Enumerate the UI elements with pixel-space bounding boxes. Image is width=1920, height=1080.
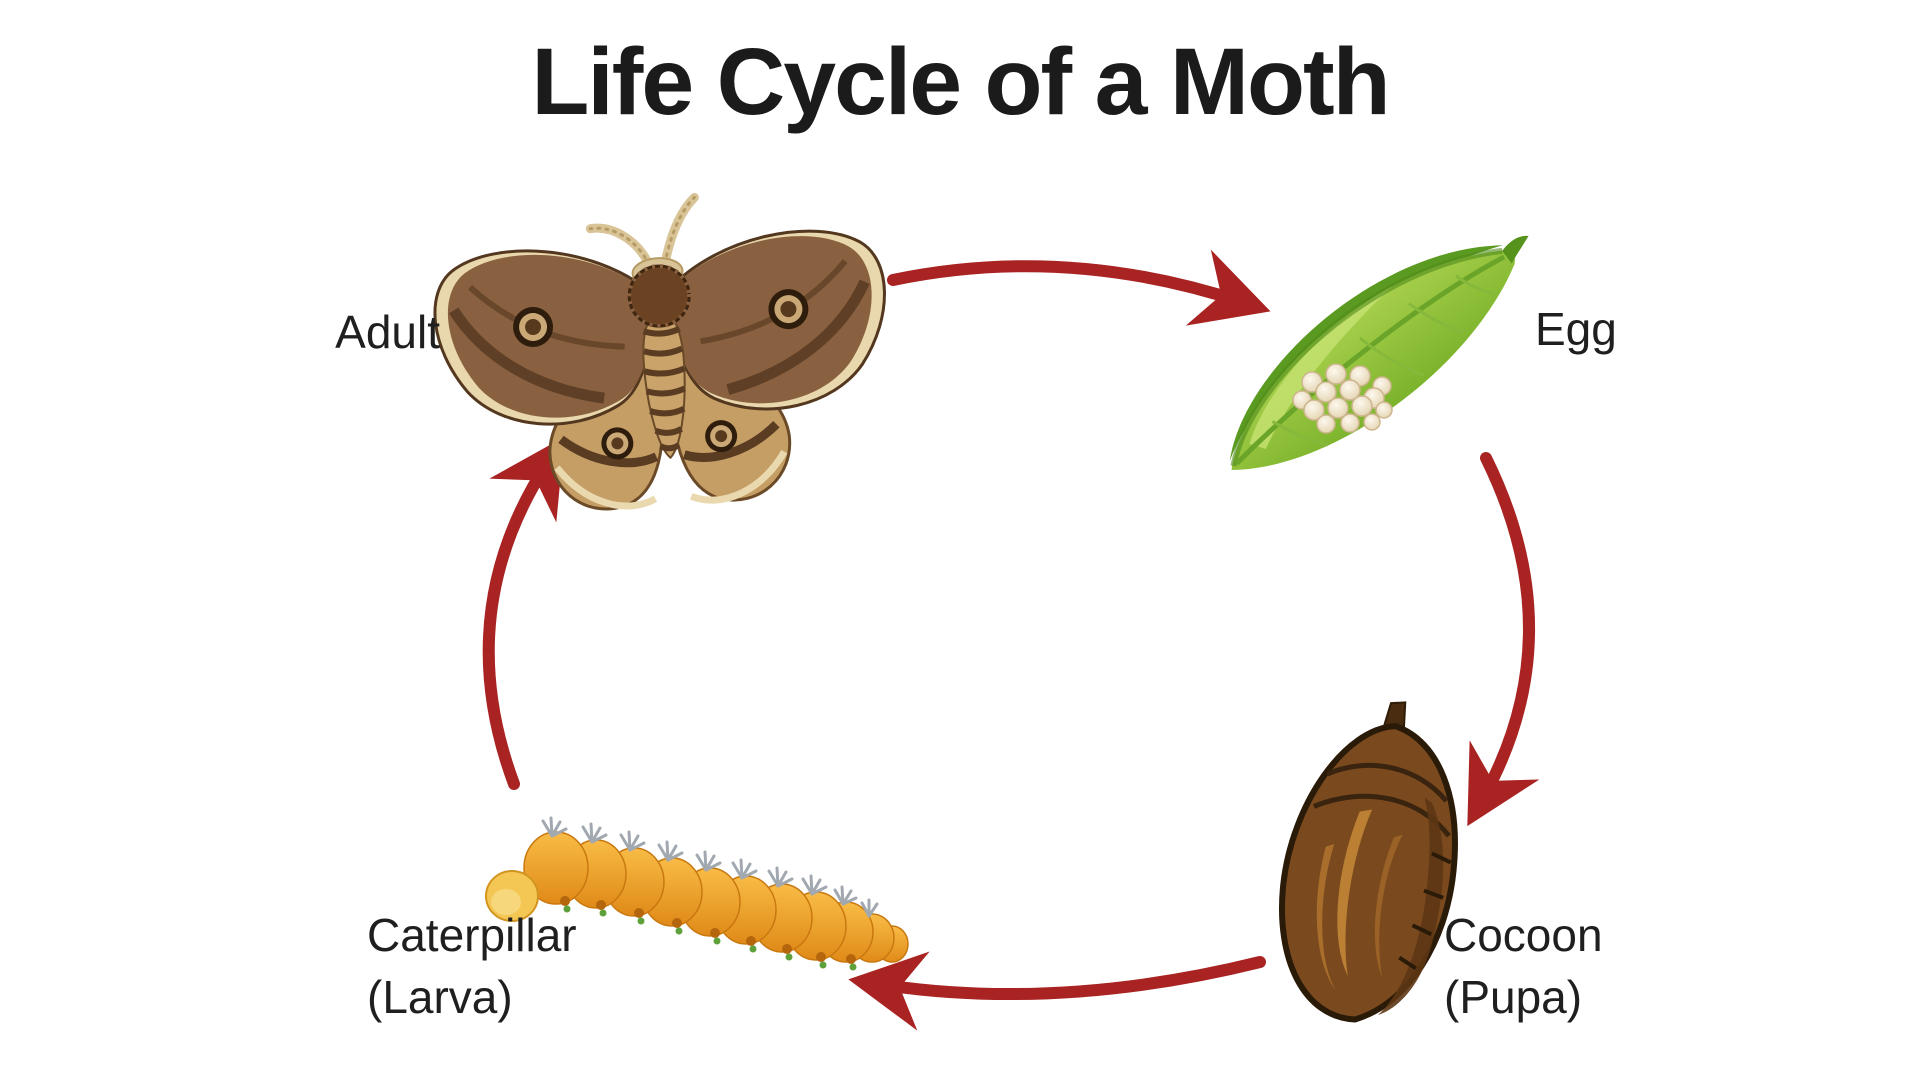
stage-label-cocoon-sub: (Pupa) (1444, 970, 1583, 1023)
caterpillar-hair-tufts (541, 816, 879, 918)
leaf-highlight (1249, 285, 1394, 450)
egg (1340, 413, 1360, 433)
egg (1327, 397, 1349, 419)
moth-head (627, 264, 691, 328)
moth-forewing (433, 249, 652, 426)
arrow-caterpillar-to-adult (482, 436, 565, 790)
moth-eyespot (513, 306, 554, 347)
moth-antennae (585, 192, 699, 270)
cocoon-shade (1378, 797, 1444, 1015)
egg (1325, 363, 1347, 385)
leaf-stem (1502, 235, 1529, 264)
arrow-cocoon-to-caterpillar (848, 951, 1266, 1031)
stage-label-egg: Egg (1535, 303, 1617, 355)
caterpillar-head (485, 870, 539, 922)
cocoon-body (1279, 723, 1458, 1023)
diagram-title: Life Cycle of a Moth (531, 29, 1390, 135)
egg (1375, 401, 1393, 419)
moth-body (627, 257, 692, 460)
egg-leaf-icon (1229, 235, 1529, 470)
leaf (1229, 235, 1529, 470)
cycle-arrows (482, 249, 1540, 1031)
egg (1316, 414, 1336, 434)
moth-eyespot (601, 427, 634, 460)
egg (1363, 413, 1381, 431)
cocoon-segments (1398, 851, 1452, 971)
moth-icon (433, 192, 898, 511)
leaf-blade (1231, 250, 1515, 470)
egg (1339, 379, 1361, 401)
stage-label-caterpillar-sub: (Larva) (367, 970, 513, 1023)
stage-label-caterpillar: Caterpillar (Larva) (367, 905, 577, 1028)
stage-label-caterpillar-main: Caterpillar (367, 909, 577, 961)
arrow-egg-to-cocoon (1467, 452, 1540, 827)
stage-label-cocoon-main: Cocoon (1444, 909, 1603, 961)
moth-hindwing (548, 357, 664, 511)
arrow-adult-to-egg (887, 249, 1271, 326)
egg-cluster (1292, 363, 1393, 434)
caterpillar-icon (485, 816, 909, 971)
egg (1303, 399, 1325, 421)
egg (1315, 381, 1337, 403)
stage-label-cocoon: Cocoon (Pupa) (1444, 905, 1603, 1028)
cocoon-streak (1337, 809, 1373, 976)
cocoon-streak (1316, 844, 1336, 991)
cocoon-icon (1279, 701, 1458, 1023)
caterpillar-legs (560, 896, 857, 971)
egg (1351, 395, 1373, 417)
cocoon-streak (1374, 834, 1403, 978)
moth-forewing (665, 226, 892, 416)
stage-label-adult: Adult (335, 306, 440, 358)
